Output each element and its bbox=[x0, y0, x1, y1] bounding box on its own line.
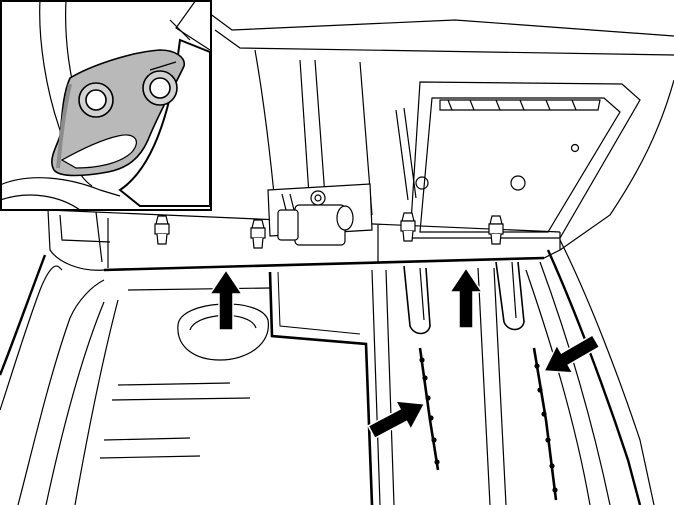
arrow-lower-center bbox=[367, 400, 426, 440]
harness-clip bbox=[422, 375, 428, 381]
harness-clip bbox=[549, 463, 555, 469]
harness-clip bbox=[428, 415, 434, 421]
fastener-studs bbox=[154, 212, 504, 249]
harness-clip bbox=[537, 387, 543, 393]
inset-detail bbox=[0, 0, 212, 211]
harness-clips bbox=[419, 357, 558, 493]
harness-clip bbox=[552, 487, 558, 493]
stud-2 bbox=[250, 219, 266, 249]
cross-member bbox=[47, 209, 561, 335]
floor-pan bbox=[0, 239, 655, 505]
stud-4 bbox=[488, 215, 504, 245]
wire-harness-right bbox=[532, 347, 558, 501]
arrow-right-up bbox=[448, 266, 484, 329]
harness-clip bbox=[541, 411, 547, 417]
stud-1 bbox=[154, 215, 170, 245]
rear-panel bbox=[204, 9, 674, 251]
harness-clip bbox=[419, 357, 425, 363]
harness-clip bbox=[434, 459, 440, 465]
arrow-lower-right bbox=[542, 333, 601, 374]
harness-clip bbox=[545, 437, 551, 443]
arrow-left-up bbox=[208, 268, 244, 331]
harness-clip bbox=[425, 395, 431, 401]
harness-clip bbox=[534, 363, 540, 369]
center-component bbox=[267, 183, 373, 246]
wire-harness-left bbox=[418, 347, 440, 471]
bolt-right bbox=[142, 70, 178, 106]
callout-arrows bbox=[208, 266, 601, 440]
bolt-left bbox=[78, 82, 114, 118]
harness-clip bbox=[431, 437, 437, 443]
stud-3 bbox=[400, 212, 416, 242]
